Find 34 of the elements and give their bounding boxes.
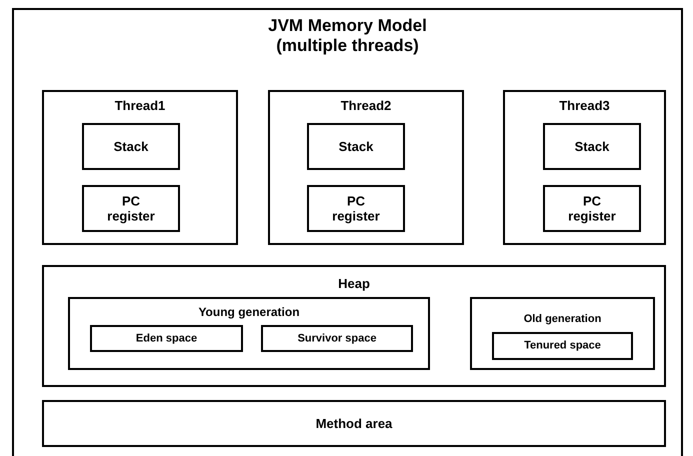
memory-area-box bbox=[82, 185, 180, 232]
generation-box bbox=[470, 297, 655, 370]
memory-area-box bbox=[90, 325, 243, 352]
box-heading: Thread1 bbox=[114, 98, 166, 114]
box-heading: Thread3 bbox=[558, 98, 611, 114]
memory-area-box bbox=[82, 123, 180, 170]
area-label: Tenured space bbox=[523, 339, 602, 353]
memory-area-box bbox=[492, 332, 633, 360]
box-heading: Old generation bbox=[522, 313, 602, 326]
memory-area-box bbox=[307, 185, 405, 232]
box-heading: Young generation bbox=[197, 305, 301, 320]
memory-area-box bbox=[543, 123, 641, 170]
diagram-frame bbox=[12, 8, 683, 456]
generation-box bbox=[68, 297, 430, 370]
memory-area-box bbox=[42, 400, 666, 447]
heap-box bbox=[42, 265, 666, 387]
area-label: Method area bbox=[314, 416, 394, 432]
area-label: Stack bbox=[112, 138, 150, 154]
memory-area-box bbox=[261, 325, 413, 352]
thread-box bbox=[42, 90, 238, 245]
memory-area-box bbox=[543, 185, 641, 232]
area-label: Stack bbox=[574, 138, 610, 154]
box-heading: JVM Memory Model (multiple threads) bbox=[267, 16, 428, 57]
box-heading: Thread2 bbox=[340, 98, 392, 114]
area-label: Stack bbox=[338, 138, 374, 154]
area-label: Survivor space bbox=[296, 332, 378, 346]
area-label: PC register bbox=[331, 192, 381, 224]
area-label: Eden space bbox=[134, 332, 198, 346]
box-heading: Heap bbox=[337, 276, 371, 292]
memory-area-box bbox=[307, 123, 405, 170]
thread-box bbox=[503, 90, 666, 245]
area-label: PC register bbox=[567, 192, 617, 224]
thread-box bbox=[268, 90, 464, 245]
area-label: PC register bbox=[106, 192, 156, 224]
